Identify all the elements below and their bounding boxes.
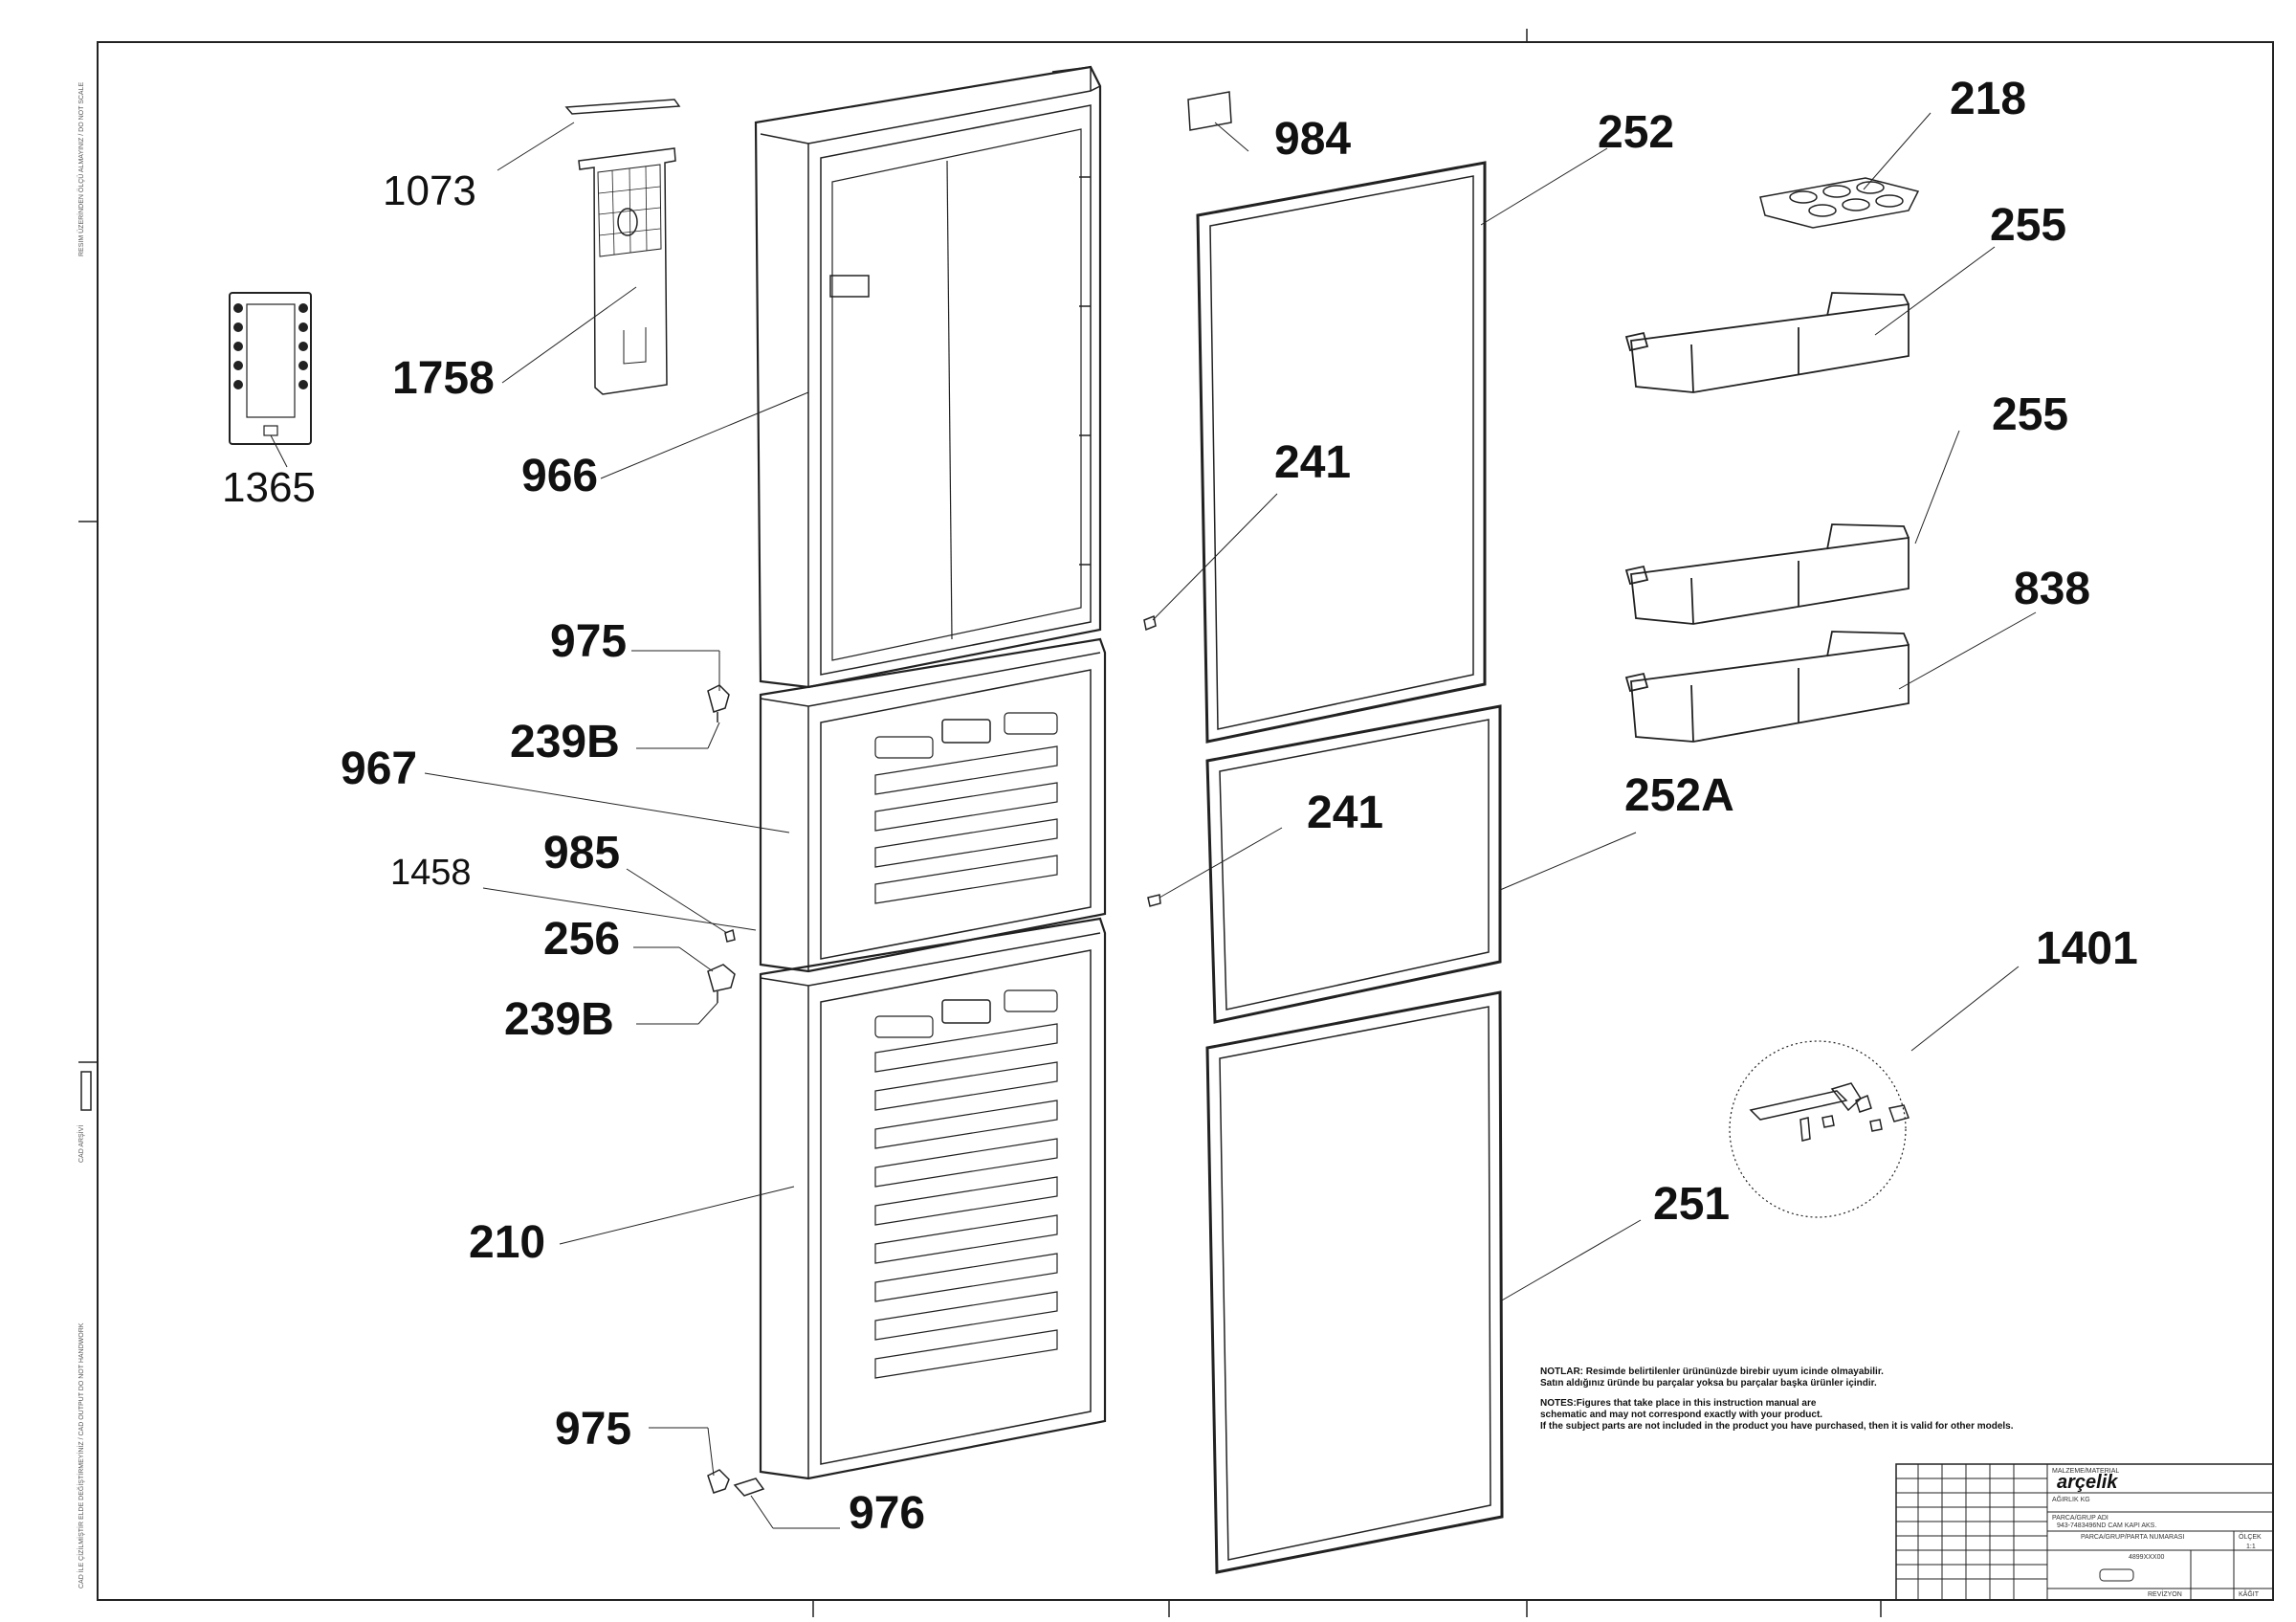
callout-967: 967 xyxy=(341,744,418,794)
callout-976: 976 xyxy=(849,1488,926,1539)
part-1401-handle-kit-detail xyxy=(1729,1040,1910,1218)
note-en-line3: If the subject parts are not included in… xyxy=(1540,1421,2014,1432)
callout-1365: 1365 xyxy=(222,464,316,511)
part-1365-control-module xyxy=(229,292,312,445)
part-985-pin xyxy=(724,928,736,943)
part-218-egg-tray xyxy=(1759,177,1920,229)
tb-scale-label: ÖLÇEK xyxy=(2239,1534,2262,1541)
side-text-bottom: CAD İLE ÇİZİLMİŞTİR ELDE DEĞİŞTİRMEYİNİZ… xyxy=(78,1322,85,1589)
callout-239B-top: 239B xyxy=(510,717,620,767)
callout-1758: 1758 xyxy=(392,353,495,404)
part-1758-bracket xyxy=(578,147,676,395)
part-255-door-shelf-upper xyxy=(1624,292,1910,393)
callout-255-middle: 255 xyxy=(1992,389,2069,440)
tb-scale-value: 1:1 xyxy=(2246,1544,2256,1550)
notes-block: NOTLAR: Resimde belirtilenler ürününüzde… xyxy=(1540,1366,2038,1433)
part-241-clip-upper xyxy=(1143,614,1157,632)
part-967-middle-door xyxy=(759,637,1107,973)
note-tr-line2: Satın aldığınız üründe bu parçalar yoksa… xyxy=(1540,1378,1877,1389)
tb-material-label: MALZEME/MATERIAL xyxy=(2052,1468,2120,1475)
part-251-lower-gasket xyxy=(1205,990,1504,1574)
callout-210: 210 xyxy=(469,1217,546,1268)
callout-255-upper: 255 xyxy=(1990,200,2067,251)
tb-weight-label: AĞIRLIK KG xyxy=(2052,1497,2090,1503)
part-976-hinge-cover xyxy=(733,1478,765,1497)
callout-966: 966 xyxy=(521,451,599,501)
tb-part-no-value: 4899XXX00 xyxy=(2129,1554,2165,1561)
side-text-top: RESIM ÜZERİNDEN ÖLÇÜ ALMAYINIZ / DO NOT … xyxy=(78,81,85,256)
callout-241-upper: 241 xyxy=(1274,437,1352,488)
brand-logo-text: arçelik xyxy=(2057,1472,2118,1493)
tb-group-value: 943-7483496ND CAM KAPI AKS. xyxy=(2057,1522,2157,1529)
callout-975-bottom: 975 xyxy=(555,1404,632,1455)
callout-1401: 1401 xyxy=(2036,923,2138,974)
tb-group-label: PARCA/GRUP ADI xyxy=(2052,1515,2108,1522)
part-838-door-shelf-lower xyxy=(1624,631,1910,743)
leader-lines xyxy=(270,112,2037,1529)
note-en-line2: schematic and may not correspond exactly… xyxy=(1540,1410,1823,1420)
callout-252A: 252A xyxy=(1624,770,1734,821)
tb-revision-label: REVİZYON xyxy=(2148,1591,2182,1598)
callout-1073: 1073 xyxy=(383,167,476,214)
part-975-hinge-bottom xyxy=(707,1469,730,1494)
part-975-hinge-top xyxy=(707,684,730,722)
sheet-border xyxy=(97,41,2274,1601)
callout-241-middle: 241 xyxy=(1307,788,1384,838)
part-1073-cover xyxy=(564,99,681,115)
callout-985: 985 xyxy=(543,828,621,878)
callout-218: 218 xyxy=(1950,74,2027,124)
callout-1458: 1458 xyxy=(390,853,472,893)
part-210-lower-door xyxy=(759,917,1107,1480)
part-256-hinge-middle xyxy=(707,964,736,1003)
callout-252: 252 xyxy=(1598,107,1675,158)
callout-251: 251 xyxy=(1653,1179,1731,1230)
note-tr-line1: NOTLAR: Resimde belirtilenler ürününüzde… xyxy=(1540,1366,1884,1377)
title-block xyxy=(1895,1463,2274,1601)
part-252-upper-gasket xyxy=(1196,161,1487,744)
part-241-clip-middle xyxy=(1147,894,1161,907)
part-966-upper-door xyxy=(754,65,1102,689)
callout-984: 984 xyxy=(1274,114,1352,165)
callout-256: 256 xyxy=(543,914,621,965)
callout-975-top: 975 xyxy=(550,616,628,667)
callout-239B-bottom: 239B xyxy=(504,994,614,1045)
part-984-plate xyxy=(1187,91,1232,131)
part-255-door-shelf-middle xyxy=(1624,523,1910,625)
callout-838: 838 xyxy=(2014,564,2091,614)
part-252A-middle-gasket xyxy=(1205,704,1502,1024)
tb-part-no-label: PARCA/GRUP/PARTA NUMARASI xyxy=(2081,1534,2185,1541)
note-en-line1: NOTES:Figures that take place in this in… xyxy=(1540,1398,1817,1409)
border-ticks xyxy=(78,29,1882,1617)
tb-sheet-label: KÂĞIT xyxy=(2239,1591,2260,1598)
side-text-middle: CAD ARŞİVİ xyxy=(78,1124,85,1163)
